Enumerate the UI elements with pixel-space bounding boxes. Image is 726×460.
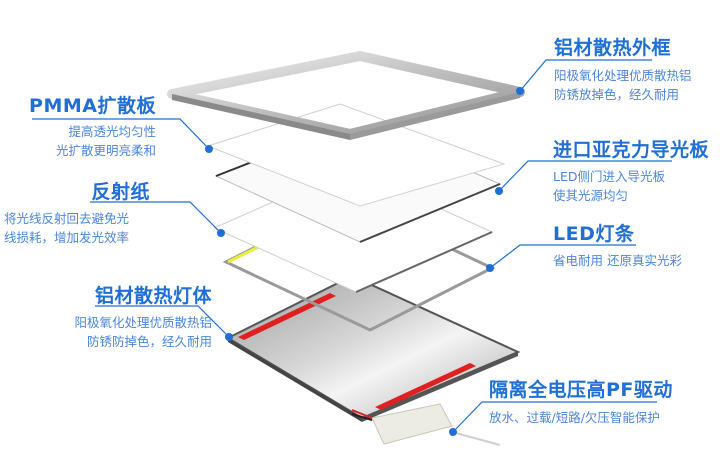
callout-desc: 光扩散更明亮柔和 — [55, 143, 156, 158]
dot-diffuser — [205, 145, 213, 153]
dot-housing — [225, 333, 233, 341]
leader-light-guide — [498, 160, 672, 192]
dot-reflector — [217, 229, 225, 237]
leader-diffuser — [32, 118, 210, 150]
callout-desc: 阳极氧化处理优质散热铝 — [554, 68, 692, 83]
callout-desc: 将光线反射回去避免光 — [4, 211, 130, 226]
callout-frame: 铝材散热外框 阳极氧化处理优质散热铝 防锈放掉色，经久耐用 — [554, 36, 692, 104]
leader-driver — [452, 401, 657, 433]
leader-reflector — [90, 201, 222, 234]
callout-title: 铝材散热外框 — [554, 37, 672, 59]
dot-led — [486, 264, 494, 272]
callout-desc: 线损耗，增加发光效率 — [4, 230, 130, 245]
dot-light-guide — [495, 187, 503, 195]
dot-driver — [449, 428, 457, 436]
callout-desc: 使其光源均匀 — [553, 188, 629, 203]
callout-driver: 隔离全电压高PF驱动 放水、过载/短路/欠压智能保护 — [489, 378, 673, 427]
callout-light-guide: 进口亚克力导光板 LED侧门进入导光板 使其光源均匀 — [553, 138, 709, 205]
callout-desc: 提高透光均匀性 — [68, 124, 156, 139]
callout-diffuser: PMMA扩散板 提高透光均匀性 光扩散更明亮柔和 — [20, 94, 156, 160]
callout-desc: 防锈防掉色，经久耐用 — [86, 334, 212, 349]
callout-title: 反射纸 — [91, 181, 150, 203]
leader-housing — [95, 305, 230, 338]
leader-led — [489, 244, 636, 269]
callout-reflector: 反射纸 将光线反射回去避免光 线损耗，增加发光效率 — [4, 180, 154, 247]
callout-title: 隔离全电压高PF驱动 — [489, 379, 673, 401]
driver-layer — [351, 403, 501, 446]
callout-desc: 省电耐用 还原真实光彩 — [553, 253, 682, 268]
callout-desc: 放水、过载/短路/欠压智能保护 — [489, 410, 660, 425]
leader-frame — [519, 59, 652, 92]
callout-desc: 防锈放掉色，经久耐用 — [554, 87, 680, 102]
callout-desc: 阳极氧化处理优质散热铝 — [74, 315, 212, 330]
dot-frame — [516, 87, 524, 95]
callout-led-strip: LED灯条 省电耐用 还原真实光彩 — [553, 222, 682, 270]
callout-title: LED灯条 — [553, 223, 635, 245]
callout-desc: LED侧门进入导光板 — [553, 169, 665, 184]
housing-layer — [225, 274, 521, 422]
callout-housing: 铝材散热灯体 阳极氧化处理优质散热铝 防锈防掉色，经久耐用 — [20, 284, 212, 351]
callout-title: PMMA扩散板 — [29, 95, 156, 117]
callout-title: 铝材散热灯体 — [94, 285, 212, 307]
callout-title: 进口亚克力导光板 — [553, 139, 710, 161]
